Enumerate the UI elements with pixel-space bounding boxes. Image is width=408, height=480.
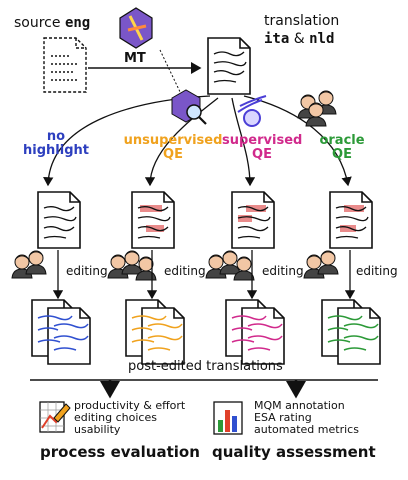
amp: & — [289, 31, 310, 47]
condition-oracle-qe: oracle QE — [312, 134, 372, 162]
quality-line-1: MQM annotation — [254, 399, 345, 412]
process-line-2: editing choices — [74, 411, 157, 424]
process-line-1: productivity & effort — [74, 399, 186, 412]
quality-line-3: automated metrics — [254, 423, 359, 436]
editors-no-highlight-icon — [11, 250, 47, 279]
qe-dotted-link — [159, 49, 183, 97]
mt-model-icon — [119, 7, 153, 49]
quality-line-2: ESA rating — [254, 411, 312, 424]
process-chart-pen-icon — [39, 401, 71, 433]
target-lang-nld: nld — [309, 31, 335, 47]
doc-oracle-qe — [329, 191, 373, 249]
target-langs: ita & nld — [264, 32, 334, 46]
quality-bar-chart-icon — [213, 401, 243, 435]
source-label: source eng — [14, 16, 90, 30]
supervised-qe-comet-icon — [237, 95, 267, 127]
process-title: process evaluation — [40, 443, 200, 461]
editors-oracle-icon — [303, 250, 339, 279]
condition-supervised-qe: supervised QE — [222, 134, 302, 162]
quality-title: quality assessment — [212, 443, 376, 461]
post-edited-stack-blue — [31, 299, 91, 365]
post-edited-stack-orange — [125, 299, 185, 365]
editors-unsupervised-icon — [107, 250, 157, 281]
translation-label: translation — [264, 13, 340, 29]
source-document-icon — [43, 37, 87, 93]
condition-line1: supervised — [222, 133, 303, 148]
condition-line2: QE — [163, 147, 183, 162]
post-edited-label: post-edited translations — [128, 359, 283, 374]
editing-label-2: editing — [164, 264, 206, 278]
source-lang: eng — [64, 15, 91, 31]
translation-document-icon — [207, 37, 251, 95]
unsupervised-qe-magnifier-icon — [171, 89, 207, 125]
mt-label: MT — [124, 51, 146, 66]
condition-line1: no — [46, 129, 66, 144]
editing-label-1: editing — [66, 264, 108, 278]
doc-unsupervised-qe — [131, 191, 175, 249]
condition-no-highlight: no highlight — [18, 130, 94, 158]
editors-supervised-icon — [205, 250, 255, 281]
source-prefix: source — [14, 15, 65, 31]
condition-line1: unsupervised — [123, 133, 223, 148]
editing-arrows — [52, 250, 356, 300]
condition-line2: highlight — [23, 143, 89, 158]
target-lang-ita: ita — [264, 31, 290, 47]
condition-line2: QE — [252, 147, 272, 162]
process-line-3: usability — [74, 423, 121, 436]
condition-unsupervised-qe: unsupervised QE — [118, 134, 228, 162]
doc-supervised-qe — [231, 191, 275, 249]
condition-line1: oracle — [319, 133, 365, 148]
editing-label-3: editing — [262, 264, 304, 278]
post-edited-stack-pink — [225, 299, 285, 365]
post-edited-stack-green — [321, 299, 381, 365]
doc-no-highlight — [37, 191, 81, 249]
editing-label-4: editing — [356, 264, 398, 278]
condition-line2: QE — [332, 147, 352, 162]
